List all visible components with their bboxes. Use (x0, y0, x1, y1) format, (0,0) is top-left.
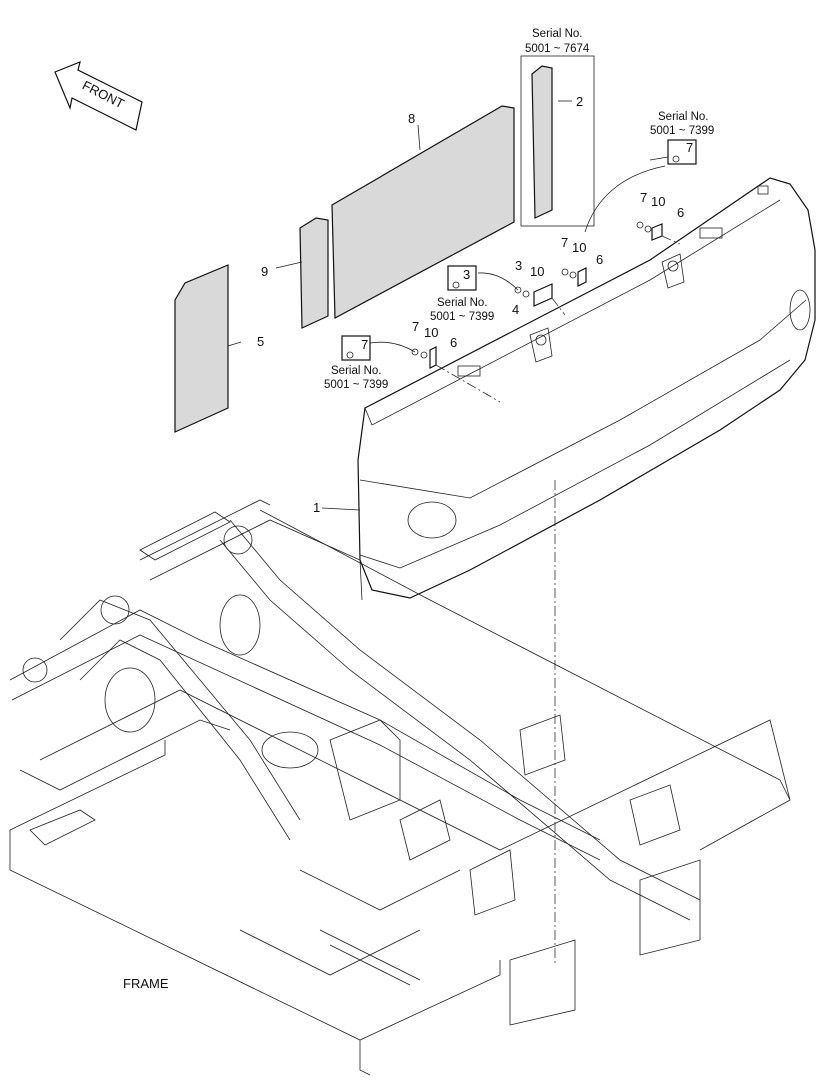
callout-10-right: 10 (651, 194, 665, 209)
serial-left: Serial No. 5001 ~ 7399 (324, 365, 388, 391)
part-8-plate (331, 105, 515, 319)
callout-8: 8 (408, 111, 415, 126)
front-arrow: FRONT (54, 61, 143, 131)
serial-right-line2: 5001 ~ 7399 (650, 125, 714, 137)
callout-10-middle: 10 (572, 240, 586, 255)
serial-top-line1: Serial No. (532, 28, 583, 40)
callout-5: 5 (257, 334, 264, 349)
callout-2: 2 (576, 94, 583, 109)
callout-9: 9 (261, 264, 268, 279)
callout-7-left: 7 (412, 319, 419, 334)
callout-3-box: 3 (463, 267, 470, 282)
callout-4: 4 (512, 302, 519, 317)
frame-caption: FRAME (123, 976, 169, 991)
serial-left-line2: 5001 ~ 7399 (324, 379, 388, 391)
callout-7-middle: 7 (561, 235, 568, 250)
serial-middle: Serial No. 5001 ~ 7399 (430, 297, 494, 323)
boxed-callout-3 (447, 265, 477, 291)
callout-6-left: 6 (450, 335, 457, 350)
serial-left-line1: Serial No. (331, 365, 382, 377)
callout-numbers: 1 2 3 3 4 5 6 6 6 7 7 7 7 7 8 9 10 10 10… (257, 94, 693, 515)
frame-drawing (9, 499, 791, 1076)
serial-middle-line1: Serial No. (437, 297, 488, 309)
part-9-plate (299, 217, 329, 329)
callout-7-box-right: 7 (686, 140, 693, 155)
serial-middle-line2: 5001 ~ 7399 (430, 311, 494, 323)
boxed-callout-7-left (341, 335, 371, 361)
serial-top: Serial No. 5001 ~ 7674 (525, 28, 590, 55)
callout-1: 1 (313, 500, 320, 515)
part-5-plate (174, 264, 229, 433)
callout-6-middle: 6 (596, 252, 603, 267)
part-2-bar (520, 55, 595, 227)
serial-top-line2: 5001 ~ 7674 (525, 43, 590, 55)
leader-lines (227, 100, 681, 965)
callout-10-center: 10 (530, 264, 544, 279)
callout-6-right: 6 (677, 205, 684, 220)
callout-3: 3 (515, 258, 522, 273)
serial-right-line1: Serial No. (658, 111, 709, 123)
boxed-callout-7-right (667, 139, 697, 165)
counterweight (357, 177, 816, 599)
callout-10-left: 10 (424, 325, 438, 340)
callout-7-box-left: 7 (361, 337, 368, 352)
serial-right: Serial No. 5001 ~ 7399 (650, 111, 714, 137)
callout-7-right: 7 (640, 190, 647, 205)
